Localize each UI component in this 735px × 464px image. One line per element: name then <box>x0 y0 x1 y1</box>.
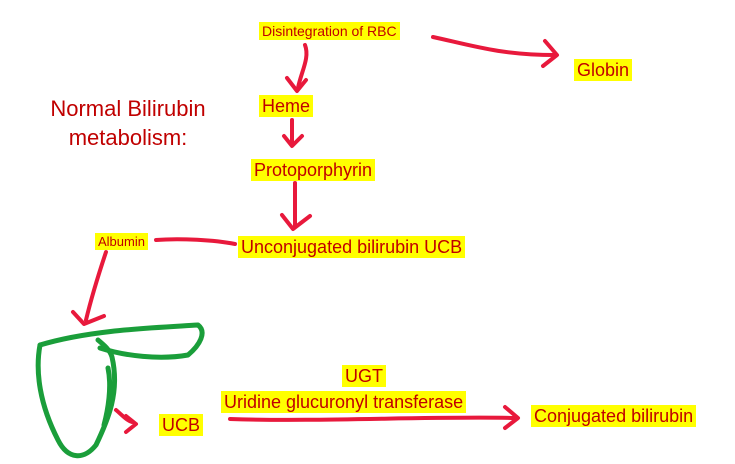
node-albumin: Albumin <box>95 233 148 250</box>
arrow-albumin-to-liver <box>71 250 108 326</box>
node-unconjugated-bilirubin: Unconjugated bilirubin UCB <box>238 236 466 258</box>
arrow-rbc-to-globin <box>431 35 559 68</box>
node-conjugated-bilirubin: Conjugated bilirubin <box>531 405 697 427</box>
arrow-protoporphyrin-to-ucb <box>280 181 312 231</box>
arrow-rbc-to-heme <box>285 43 309 93</box>
node-rbc-disintegration: Disintegration of RBC <box>259 22 400 40</box>
node-globin: Globin <box>574 59 633 81</box>
diagram-title: Normal Bilirubin metabolism: <box>22 94 234 152</box>
arrow-heme-to-protoporphyrin <box>282 118 304 148</box>
node-ucb: UCB <box>159 414 204 436</box>
node-protoporphyrin: Protoporphyrin <box>251 159 376 181</box>
title-line-2: metabolism: <box>68 125 188 150</box>
arrow-liver-to-ucb <box>114 408 138 434</box>
liver-outline-icon <box>35 322 205 459</box>
node-ugt: UGT <box>342 365 386 387</box>
title-line-1: Normal Bilirubin <box>50 96 206 121</box>
node-heme: Heme <box>259 95 314 117</box>
node-uridine-glucuronyl-transferase: Uridine glucuronyl transferase <box>221 391 467 413</box>
arrow-ucb-to-conjugated <box>228 405 520 430</box>
arrow-ucb-to-albumin <box>154 237 237 246</box>
